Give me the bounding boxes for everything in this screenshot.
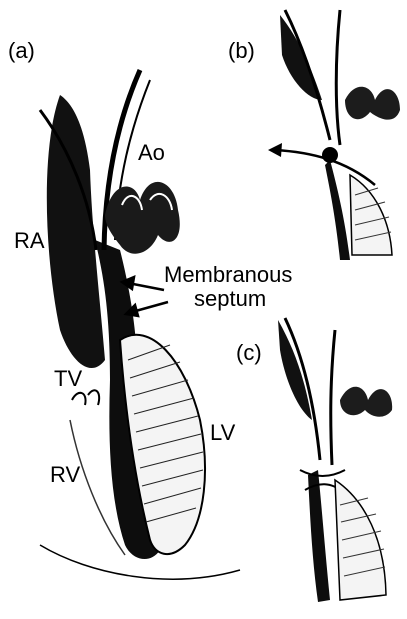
tv-label: TV: [54, 366, 82, 391]
panel-a-ra-shading: [47, 95, 105, 368]
ao-label: Ao: [138, 140, 165, 165]
panel-b-cusps: [345, 87, 400, 120]
rv-label: RV: [50, 462, 80, 487]
ra-label: RA: [14, 228, 45, 253]
panel-b-defect: [322, 147, 338, 163]
panel-c-label: (c): [236, 340, 262, 365]
panel-c-left-shading: [278, 320, 312, 420]
panel-a-tricuspid-leaflets: [72, 390, 99, 405]
panel-c: (c): [236, 318, 392, 602]
septum-label: septum: [194, 286, 266, 311]
panel-b: (b): [228, 10, 400, 260]
panel-a: (a) Ao RA Membranous septum TV LV RV: [8, 38, 292, 579]
lv-label: LV: [210, 420, 236, 445]
panel-a-label: (a): [8, 38, 35, 63]
panel-a-aortic-cusps: [105, 182, 180, 254]
panel-b-label: (b): [228, 38, 255, 63]
panel-b-septum: [325, 160, 350, 260]
panel-b-lv-wall: [350, 175, 392, 255]
panel-c-septum: [308, 470, 330, 602]
panel-c-cusps: [340, 387, 392, 417]
membranous-label: Membranous: [164, 262, 292, 287]
panel-b-shunt-arrowhead: [268, 143, 282, 157]
